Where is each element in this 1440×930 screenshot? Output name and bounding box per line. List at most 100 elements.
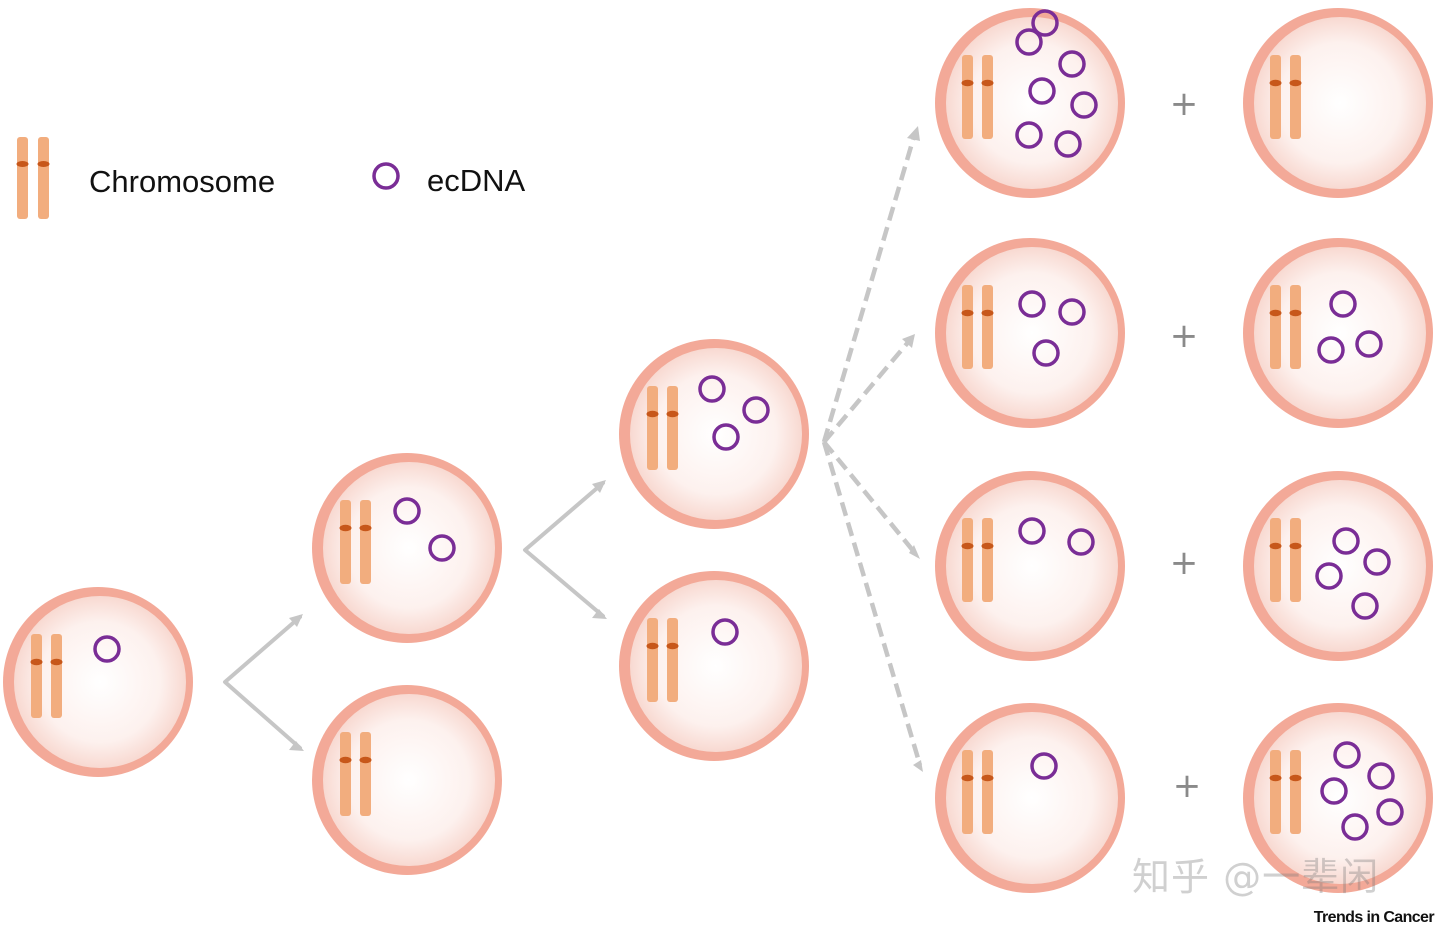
ecdna-circle bbox=[393, 497, 421, 525]
centromere bbox=[961, 774, 974, 782]
centromere bbox=[1289, 774, 1302, 782]
cell bbox=[1243, 703, 1433, 893]
centromere bbox=[50, 658, 63, 666]
chromosome bbox=[360, 732, 371, 816]
ecdna-circle bbox=[1341, 813, 1369, 841]
watermark: 知乎 @一辈闲 bbox=[1132, 855, 1380, 899]
chromosome bbox=[1290, 518, 1301, 602]
cell bbox=[935, 8, 1125, 198]
cell bbox=[935, 471, 1125, 661]
chromosome-pair bbox=[1269, 518, 1302, 602]
cell bbox=[619, 571, 809, 761]
chromosome bbox=[982, 285, 993, 369]
chromosome bbox=[962, 285, 973, 369]
chromosome-pair bbox=[1269, 750, 1302, 834]
legend-ecdna-label: ecDNA bbox=[427, 163, 526, 198]
ecdna-circle bbox=[1315, 562, 1343, 590]
centromere bbox=[1289, 542, 1302, 550]
centromere bbox=[981, 542, 994, 550]
centromere bbox=[1269, 542, 1282, 550]
plus-sign: + bbox=[1169, 316, 1199, 356]
cell bbox=[1243, 238, 1433, 428]
centromere bbox=[359, 524, 372, 532]
chromosome bbox=[647, 386, 658, 470]
chromosome bbox=[1290, 55, 1301, 139]
cell bbox=[312, 453, 502, 643]
centromere bbox=[1269, 774, 1282, 782]
ecdna-circle bbox=[1058, 50, 1086, 78]
division-arrows-2 bbox=[523, 480, 607, 619]
chromosome-pair bbox=[961, 750, 994, 834]
chromosome-pair bbox=[961, 285, 994, 369]
centromere bbox=[961, 79, 974, 87]
ecdna-circle bbox=[1032, 339, 1060, 367]
ecdna-circle bbox=[1333, 741, 1361, 769]
ecdna-circle bbox=[1317, 336, 1345, 364]
centromere bbox=[30, 658, 43, 666]
chromosome bbox=[982, 518, 993, 602]
ecdna-circle bbox=[1332, 527, 1360, 555]
ecdna-circle bbox=[428, 534, 456, 562]
ecdna-circle bbox=[1015, 121, 1043, 149]
cells bbox=[3, 8, 1433, 893]
cell bbox=[619, 339, 809, 529]
ecdna-circle bbox=[1367, 762, 1395, 790]
chromosome-pair bbox=[1269, 285, 1302, 369]
cell bbox=[312, 685, 502, 875]
chromosome bbox=[667, 618, 678, 702]
ecdna-circle bbox=[1054, 130, 1082, 158]
chromosome bbox=[962, 518, 973, 602]
chromosome-pair bbox=[646, 386, 679, 470]
chromosome bbox=[1270, 518, 1281, 602]
cell bbox=[1243, 471, 1433, 661]
chromosome bbox=[982, 750, 993, 834]
chromosome-pair bbox=[1269, 55, 1302, 139]
ecdna-circle bbox=[1030, 752, 1058, 780]
cell bbox=[935, 703, 1125, 893]
chromosome bbox=[31, 634, 42, 718]
legend bbox=[16, 137, 400, 219]
centromere bbox=[981, 79, 994, 87]
centromere bbox=[981, 309, 994, 317]
centromere bbox=[961, 542, 974, 550]
centromere bbox=[1289, 309, 1302, 317]
ecdna-circle bbox=[93, 635, 121, 663]
chromosome bbox=[340, 500, 351, 584]
centromere bbox=[981, 774, 994, 782]
ecdna-circle bbox=[1028, 77, 1056, 105]
ecdna-circle bbox=[712, 423, 740, 451]
chromosome-pair bbox=[339, 500, 372, 584]
ecdna-circle bbox=[1351, 592, 1379, 620]
centromere bbox=[339, 524, 352, 532]
centromere bbox=[666, 642, 679, 650]
chromosome bbox=[340, 732, 351, 816]
ecdna-circle bbox=[1070, 91, 1098, 119]
chromosome-pair bbox=[339, 732, 372, 816]
cell bbox=[935, 238, 1125, 428]
chromosome-pair bbox=[30, 634, 63, 718]
legend-chromosome-icon bbox=[16, 137, 50, 219]
dashed-arrowheads bbox=[902, 126, 923, 772]
chromosome bbox=[360, 500, 371, 584]
chromosome bbox=[962, 55, 973, 139]
centromere bbox=[359, 756, 372, 764]
plus-sign: + bbox=[1172, 766, 1202, 806]
ecdna-circle bbox=[1058, 298, 1086, 326]
chromosome bbox=[962, 750, 973, 834]
legend-ecdna-icon bbox=[372, 162, 400, 190]
chromosome bbox=[1290, 285, 1301, 369]
centromere bbox=[666, 410, 679, 418]
ecdna-circle bbox=[698, 375, 726, 403]
ecdna-circle bbox=[1015, 28, 1043, 56]
ecdna-circle bbox=[711, 618, 739, 646]
centromere bbox=[1269, 79, 1282, 87]
ecdna-circle bbox=[1355, 330, 1383, 358]
chromosome bbox=[1270, 750, 1281, 834]
cell bbox=[3, 587, 193, 777]
chromosome bbox=[1270, 55, 1281, 139]
cell bbox=[1243, 8, 1433, 198]
centromere bbox=[646, 410, 659, 418]
centromere bbox=[961, 309, 974, 317]
chromosome bbox=[982, 55, 993, 139]
ecdna-circle bbox=[1031, 9, 1059, 37]
